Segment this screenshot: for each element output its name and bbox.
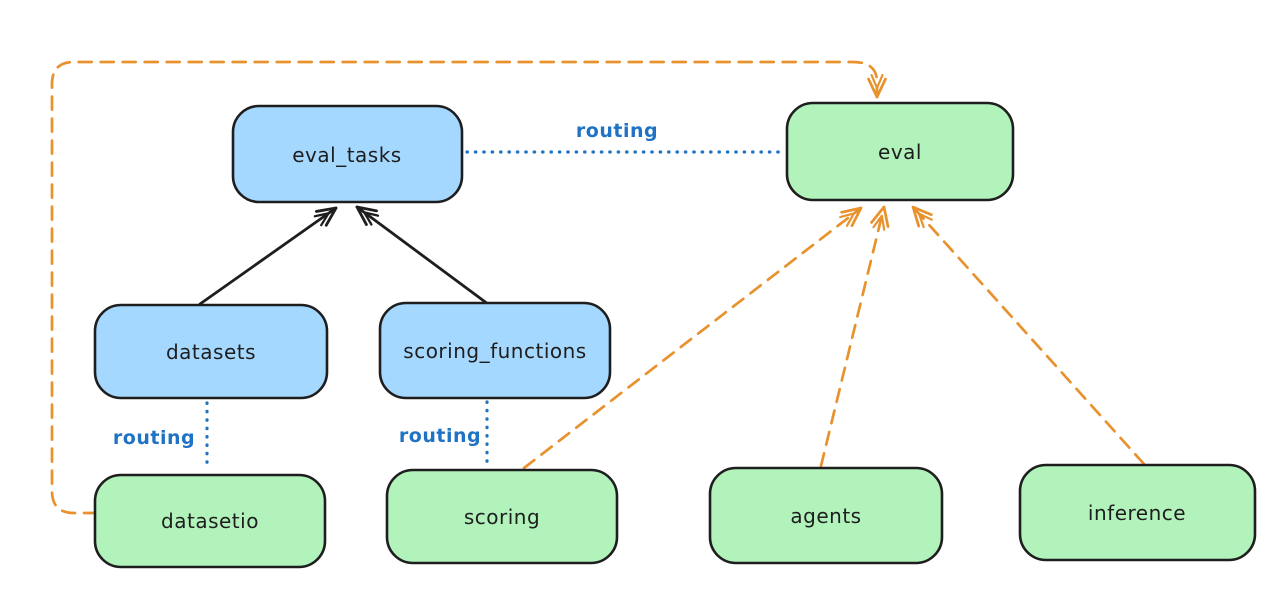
edge-scoring-functions-to-eval-tasks xyxy=(355,205,490,306)
edge-scoring-to-eval xyxy=(522,206,863,470)
node-agents-label: agents xyxy=(790,504,861,528)
node-agents: agents xyxy=(708,466,944,565)
node-datasets-label: datasets xyxy=(166,340,256,364)
node-datasetio-label: datasetio xyxy=(161,509,259,533)
node-eval: eval xyxy=(785,101,1015,202)
edge-inference-to-eval xyxy=(911,205,1146,466)
node-datasetio: datasetio xyxy=(93,473,327,569)
edge-datasets-to-eval-tasks xyxy=(198,206,338,306)
node-inference-label: inference xyxy=(1088,501,1186,525)
edge-agents-to-eval xyxy=(819,205,890,468)
node-eval-tasks: eval_tasks xyxy=(231,104,464,204)
node-inference: inference xyxy=(1018,463,1257,562)
edge-label-routing-left: routing xyxy=(113,427,195,449)
node-scoring-functions: scoring_functions xyxy=(378,301,612,400)
edge-label-routing-mid: routing xyxy=(399,425,481,447)
edge-label-routing-horizontal: routing xyxy=(576,120,658,142)
node-scoring-functions-label: scoring_functions xyxy=(403,339,586,363)
node-eval-label: eval xyxy=(878,140,922,164)
node-scoring: scoring xyxy=(385,468,619,565)
node-scoring-label: scoring xyxy=(464,505,540,529)
node-eval-tasks-label: eval_tasks xyxy=(292,143,401,167)
node-datasets: datasets xyxy=(93,303,329,400)
edge-datasetio-to-eval xyxy=(50,60,887,515)
